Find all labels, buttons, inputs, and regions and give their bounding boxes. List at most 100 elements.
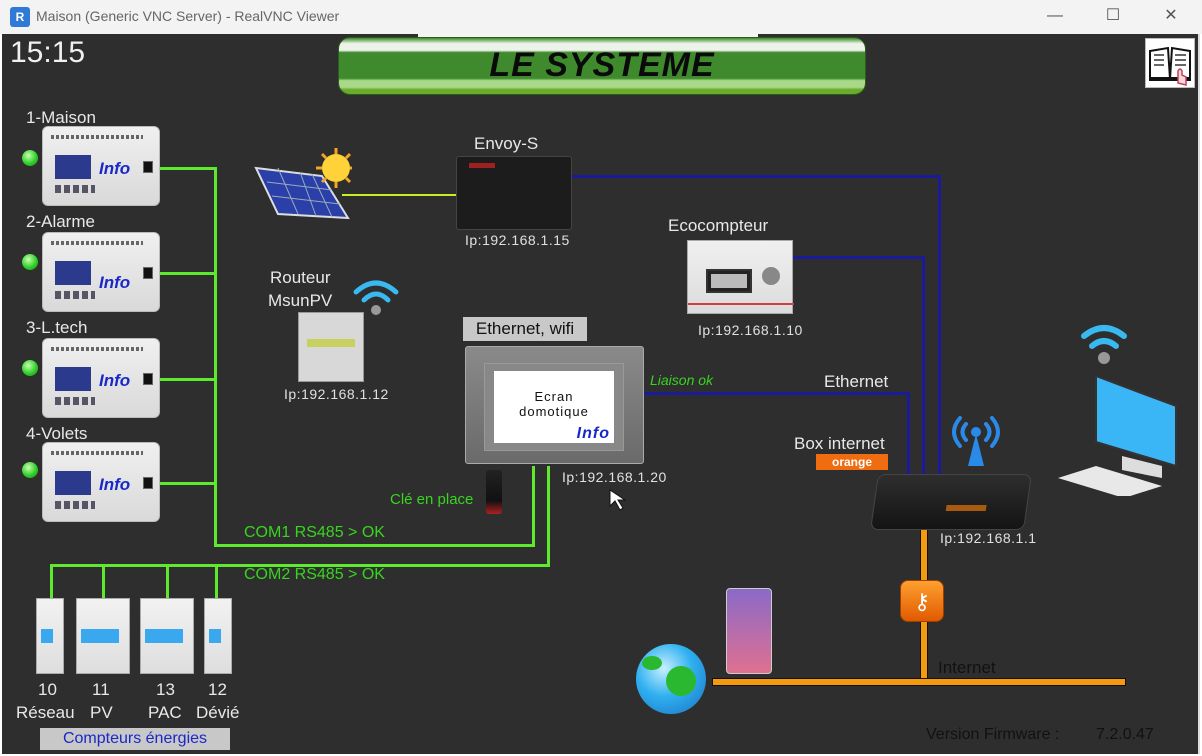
enphase-logo	[469, 163, 495, 168]
vnc-screen[interactable]: 15:15 LE SYSTEME 1-Maison Info	[2, 34, 1200, 754]
minimize-button[interactable]: —	[1047, 7, 1063, 24]
display-text-line2: domotique	[519, 404, 589, 419]
mouse-cursor-icon	[609, 489, 627, 511]
plc-ridge	[51, 451, 143, 455]
internet-box-device[interactable]	[870, 474, 1032, 530]
eth-display-v	[907, 392, 910, 475]
solar-panel-icon	[254, 148, 352, 220]
plc-keys	[55, 397, 95, 405]
eth-envoy-h	[570, 175, 940, 178]
wire-plc2	[150, 272, 216, 275]
wifi-antenna-icon	[952, 416, 1000, 466]
banner-strip	[418, 34, 758, 38]
page-title-banner: LE SYSTEME	[338, 37, 866, 95]
info-badge: Info	[99, 159, 131, 178]
ecocompteur-label: Ecocompteur	[668, 216, 769, 235]
controller-alarme[interactable]: Info	[42, 232, 160, 312]
status-led	[22, 254, 38, 270]
router-label-line2: MsunPV	[268, 291, 333, 310]
eth-envoy-v	[938, 175, 941, 475]
controller-volets[interactable]: Info	[42, 442, 160, 522]
rj45-port-icon	[143, 373, 153, 385]
meter-lcd	[145, 629, 183, 643]
wire-plc4	[150, 482, 216, 485]
com1-vertical	[214, 167, 217, 547]
ecocompteur-lcd	[706, 269, 752, 293]
plc-ridge	[51, 135, 143, 139]
plc-ridge	[51, 347, 143, 351]
box-label: Box internet	[794, 434, 885, 453]
display-screen: Ecran domotique Info	[494, 371, 614, 443]
connection-type-label: Ethernet, wifi	[463, 317, 587, 341]
ecocompteur-device[interactable]	[687, 240, 794, 314]
rj45-port-icon	[143, 267, 153, 279]
display-ip: Ip:192.168.1.20	[562, 469, 667, 485]
rj45-port-icon	[143, 477, 153, 489]
router-logo	[307, 339, 355, 347]
eth-eco-v	[922, 256, 925, 475]
plc-lcd	[55, 155, 91, 179]
internet-line	[712, 678, 1126, 686]
firewall-key-icon: ⚷	[900, 580, 944, 622]
envoy-device[interactable]	[456, 156, 572, 230]
meter-lcd	[41, 629, 53, 643]
controller-maison[interactable]: Info	[42, 126, 160, 206]
wifi-icon	[353, 280, 399, 315]
box-leds	[945, 505, 987, 511]
home-automation-display[interactable]: Ecran domotique Info	[465, 346, 644, 464]
help-manual-button[interactable]	[1145, 38, 1195, 88]
status-led	[22, 462, 38, 478]
com2-drop-13	[166, 564, 169, 598]
rj45-port-icon	[143, 161, 153, 173]
meter-name: PAC	[148, 703, 182, 722]
meter-reseau[interactable]	[36, 598, 64, 674]
ecocompteur-stripe	[688, 303, 794, 305]
status-led	[22, 150, 38, 166]
meters-title: Compteurs énergies	[40, 728, 230, 750]
plc-keys	[55, 501, 95, 509]
com2-up	[547, 466, 550, 567]
realvnc-icon: R	[10, 7, 30, 27]
usb-key-icon	[486, 470, 502, 514]
envoy-ip: Ip:192.168.1.15	[465, 232, 570, 248]
meter-name: Dévié	[196, 703, 240, 722]
controller-label: 3-L.tech	[26, 318, 88, 337]
controller-label: 2-Alarme	[26, 212, 95, 231]
eth-display-h	[644, 392, 909, 395]
plc-lcd	[55, 367, 91, 391]
globe-icon	[636, 644, 706, 714]
router-ip: Ip:192.168.1.12	[284, 386, 389, 402]
firmware-version: 7.2.0.47	[1096, 726, 1154, 743]
ethernet-label: Ethernet	[824, 372, 889, 391]
meter-pac[interactable]	[140, 598, 194, 674]
meter-lcd	[209, 629, 221, 643]
com2-bus	[50, 564, 550, 567]
clock: 15:15	[10, 36, 86, 69]
meter-pv[interactable]	[76, 598, 130, 674]
com1-bus	[214, 544, 534, 547]
status-led	[22, 360, 38, 376]
maximize-button[interactable]: ☐	[1105, 7, 1121, 24]
page-title: LE SYSTEME	[489, 46, 715, 84]
router-label-line1: Routeur	[270, 268, 331, 287]
meter-number: 13	[156, 680, 175, 699]
desktop-computer-icon	[1058, 325, 1177, 496]
ecocompteur-knob-icon	[762, 267, 780, 285]
window-edge	[1198, 34, 1200, 754]
meter-devie[interactable]	[204, 598, 232, 674]
window-titlebar: R Maison (Generic VNC Server) - RealVNC …	[0, 0, 1202, 34]
wire-plc3	[150, 378, 216, 381]
smartphone-icon	[726, 588, 772, 674]
display-text-line1: Ecran	[534, 389, 574, 404]
controller-ltech[interactable]: Info	[42, 338, 160, 418]
router-msunpv-device[interactable]	[298, 312, 364, 382]
controller-label: 1-Maison	[26, 108, 96, 127]
com2-drop-10	[50, 564, 53, 598]
com2-drop-12	[215, 564, 218, 598]
usb-status: Clé en place	[390, 491, 474, 508]
plc-keys	[55, 185, 95, 193]
close-button[interactable]: ✕	[1164, 7, 1178, 24]
info-badge: Info	[99, 273, 131, 292]
pv-line	[342, 194, 458, 196]
info-badge: Info	[99, 371, 131, 390]
